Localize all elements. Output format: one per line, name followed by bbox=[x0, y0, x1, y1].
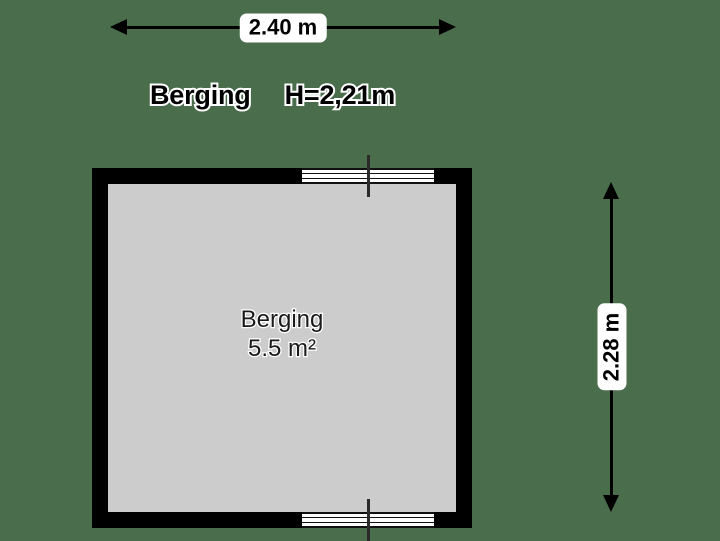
dimension-height: 2.28 m bbox=[597, 182, 627, 512]
plan-title-room-name: Berging bbox=[148, 78, 253, 112]
plan-title-ceiling-height: H=2,21m bbox=[283, 78, 398, 112]
room-floor bbox=[108, 184, 456, 512]
dimension-width-arrow-left-icon bbox=[110, 19, 127, 35]
dimension-width-arrow-right-icon bbox=[439, 19, 456, 35]
room-label-name: Berging bbox=[239, 305, 324, 334]
room-label-area: 5.5 m² bbox=[247, 334, 318, 363]
window-top-mullion-icon bbox=[367, 155, 370, 197]
dimension-width: 2.40 m bbox=[110, 13, 456, 43]
room-label: Berging 5.5 m² bbox=[92, 305, 472, 364]
plan-title: Berging H=2,21m bbox=[148, 78, 398, 112]
room-berging[interactable]: Berging 5.5 m² bbox=[92, 155, 472, 541]
dimension-width-label: 2.40 m bbox=[239, 13, 327, 43]
window-bottom-mullion-icon bbox=[367, 499, 370, 541]
dimension-height-arrow-down-icon bbox=[603, 495, 619, 512]
dimension-height-label: 2.28 m bbox=[597, 303, 627, 391]
dimension-height-arrow-up-icon bbox=[603, 182, 619, 199]
